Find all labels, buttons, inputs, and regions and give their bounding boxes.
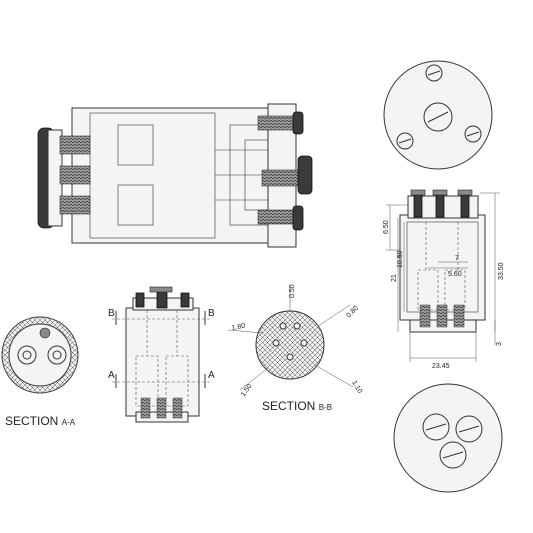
- dim-6-50: 6.50: [383, 220, 390, 234]
- section-b-b-title: SECTION: [262, 399, 315, 413]
- marker-b-right: B: [208, 308, 215, 319]
- marker-a-left: A: [108, 370, 115, 381]
- dim-21: 21: [391, 274, 398, 282]
- end-view-bottom: [393, 383, 503, 493]
- marker-a-right: A: [208, 370, 215, 381]
- dim-0-80: 0.80: [345, 305, 360, 320]
- section-a-a-view: [1, 316, 79, 394]
- dim-23-45: 23.45: [432, 363, 450, 370]
- dim-0-50: 0.50: [289, 284, 296, 298]
- side-view: [37, 103, 313, 248]
- dim-33-50: 33.50: [498, 262, 505, 280]
- dim-7: 7: [455, 255, 459, 262]
- marker-b-left: B: [108, 308, 115, 319]
- dim-10-50: 10.50: [397, 250, 404, 268]
- section-a-a-suffix: A-A: [62, 418, 76, 427]
- dim-5-60: 5.60: [448, 271, 462, 278]
- dim-1-80: 1.80: [231, 323, 246, 332]
- section-b-b-suffix: B-B: [319, 403, 332, 412]
- dim-1-10: 1.10: [350, 380, 363, 395]
- end-view-top: [383, 60, 493, 170]
- cutaway-view: [112, 286, 210, 423]
- front-view-dimensioned: [386, 189, 500, 362]
- section-a-a-title: SECTION: [5, 414, 58, 428]
- dim-1-50: 1.50: [240, 383, 254, 398]
- dim-3: 3: [496, 342, 503, 346]
- section-a-a-label: SECTION A-A: [5, 414, 76, 428]
- section-b-b-label: SECTION B-B: [262, 399, 332, 413]
- section-b-b-view: [227, 285, 354, 391]
